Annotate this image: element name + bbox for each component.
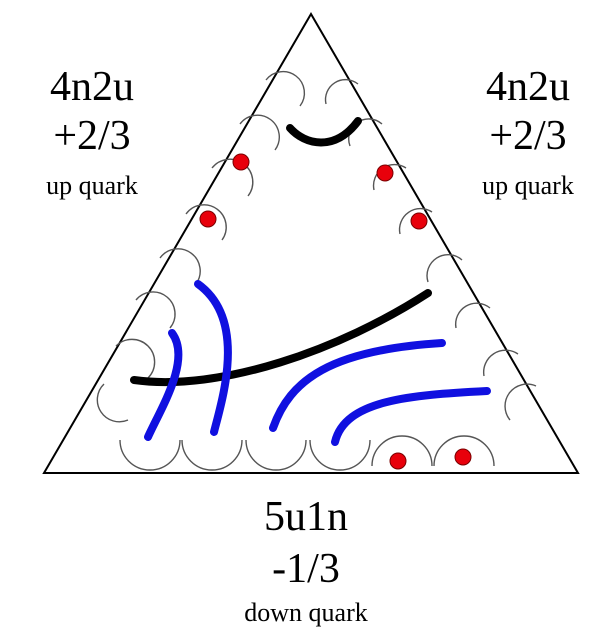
blue-strand-2 — [194, 280, 232, 436]
right-quark-code: 4n2u — [486, 64, 570, 110]
left-quark-name: up quark — [46, 171, 138, 200]
red-dot — [410, 212, 428, 230]
left-quark-charge: +2/3 — [53, 113, 131, 159]
triangle-outline — [42, 12, 580, 474]
top-black-strand — [286, 117, 362, 147]
bottom-quark-charge: -1/3 — [272, 546, 340, 592]
blue-strand-4 — [331, 387, 491, 446]
right-edge-cups — [324, 78, 537, 421]
blue-strand-1 — [144, 329, 183, 441]
strands — [130, 117, 491, 446]
right-quark-name: up quark — [482, 171, 574, 200]
left-edge-cups — [96, 70, 306, 423]
left-quark-code: 4n2u — [50, 64, 134, 110]
red-dot — [232, 153, 250, 171]
red-dot — [199, 210, 217, 228]
red-dots — [199, 153, 472, 470]
right-quark-charge: +2/3 — [489, 113, 567, 159]
bottom-quark-name: down quark — [244, 598, 368, 627]
red-dot — [454, 448, 472, 466]
blue-strand-3 — [269, 339, 446, 432]
red-dot — [389, 452, 407, 470]
bottom-edge-cups — [119, 435, 495, 471]
red-dot — [376, 164, 394, 182]
bottom-quark-code: 5u1n — [264, 494, 348, 540]
